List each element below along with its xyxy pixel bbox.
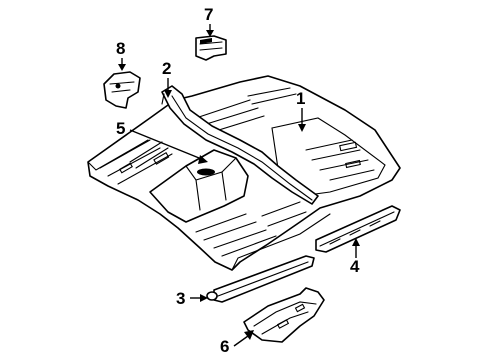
- callout-label: 7: [204, 5, 213, 24]
- floor-pan: [87, 75, 401, 271]
- rear-floor-extension: [243, 287, 325, 343]
- callout-label: 8: [116, 39, 125, 58]
- callout-label: 3: [176, 289, 185, 308]
- center-crossmember: [161, 85, 319, 205]
- callout-7: 7: [204, 5, 214, 37]
- callout-4: 4: [350, 238, 360, 276]
- callout-label: 2: [162, 59, 171, 78]
- callout-label: 5: [116, 119, 125, 138]
- mounting-bracket-small: [195, 35, 227, 61]
- callout-2: 2: [162, 59, 172, 98]
- callout-label: 1: [296, 89, 305, 108]
- rocker-reinforcement-side: [315, 205, 401, 253]
- callout-1: 1: [296, 89, 306, 132]
- callout-8: 8: [116, 39, 126, 71]
- mounting-bracket-large: [103, 71, 141, 109]
- callout-label: 4: [350, 257, 360, 276]
- callout-6: 6: [220, 330, 254, 356]
- callout-label: 6: [220, 337, 229, 356]
- callout-3: 3: [176, 289, 208, 308]
- rocker-reinforcement-rear: [206, 255, 315, 303]
- callout-5: 5: [116, 119, 208, 164]
